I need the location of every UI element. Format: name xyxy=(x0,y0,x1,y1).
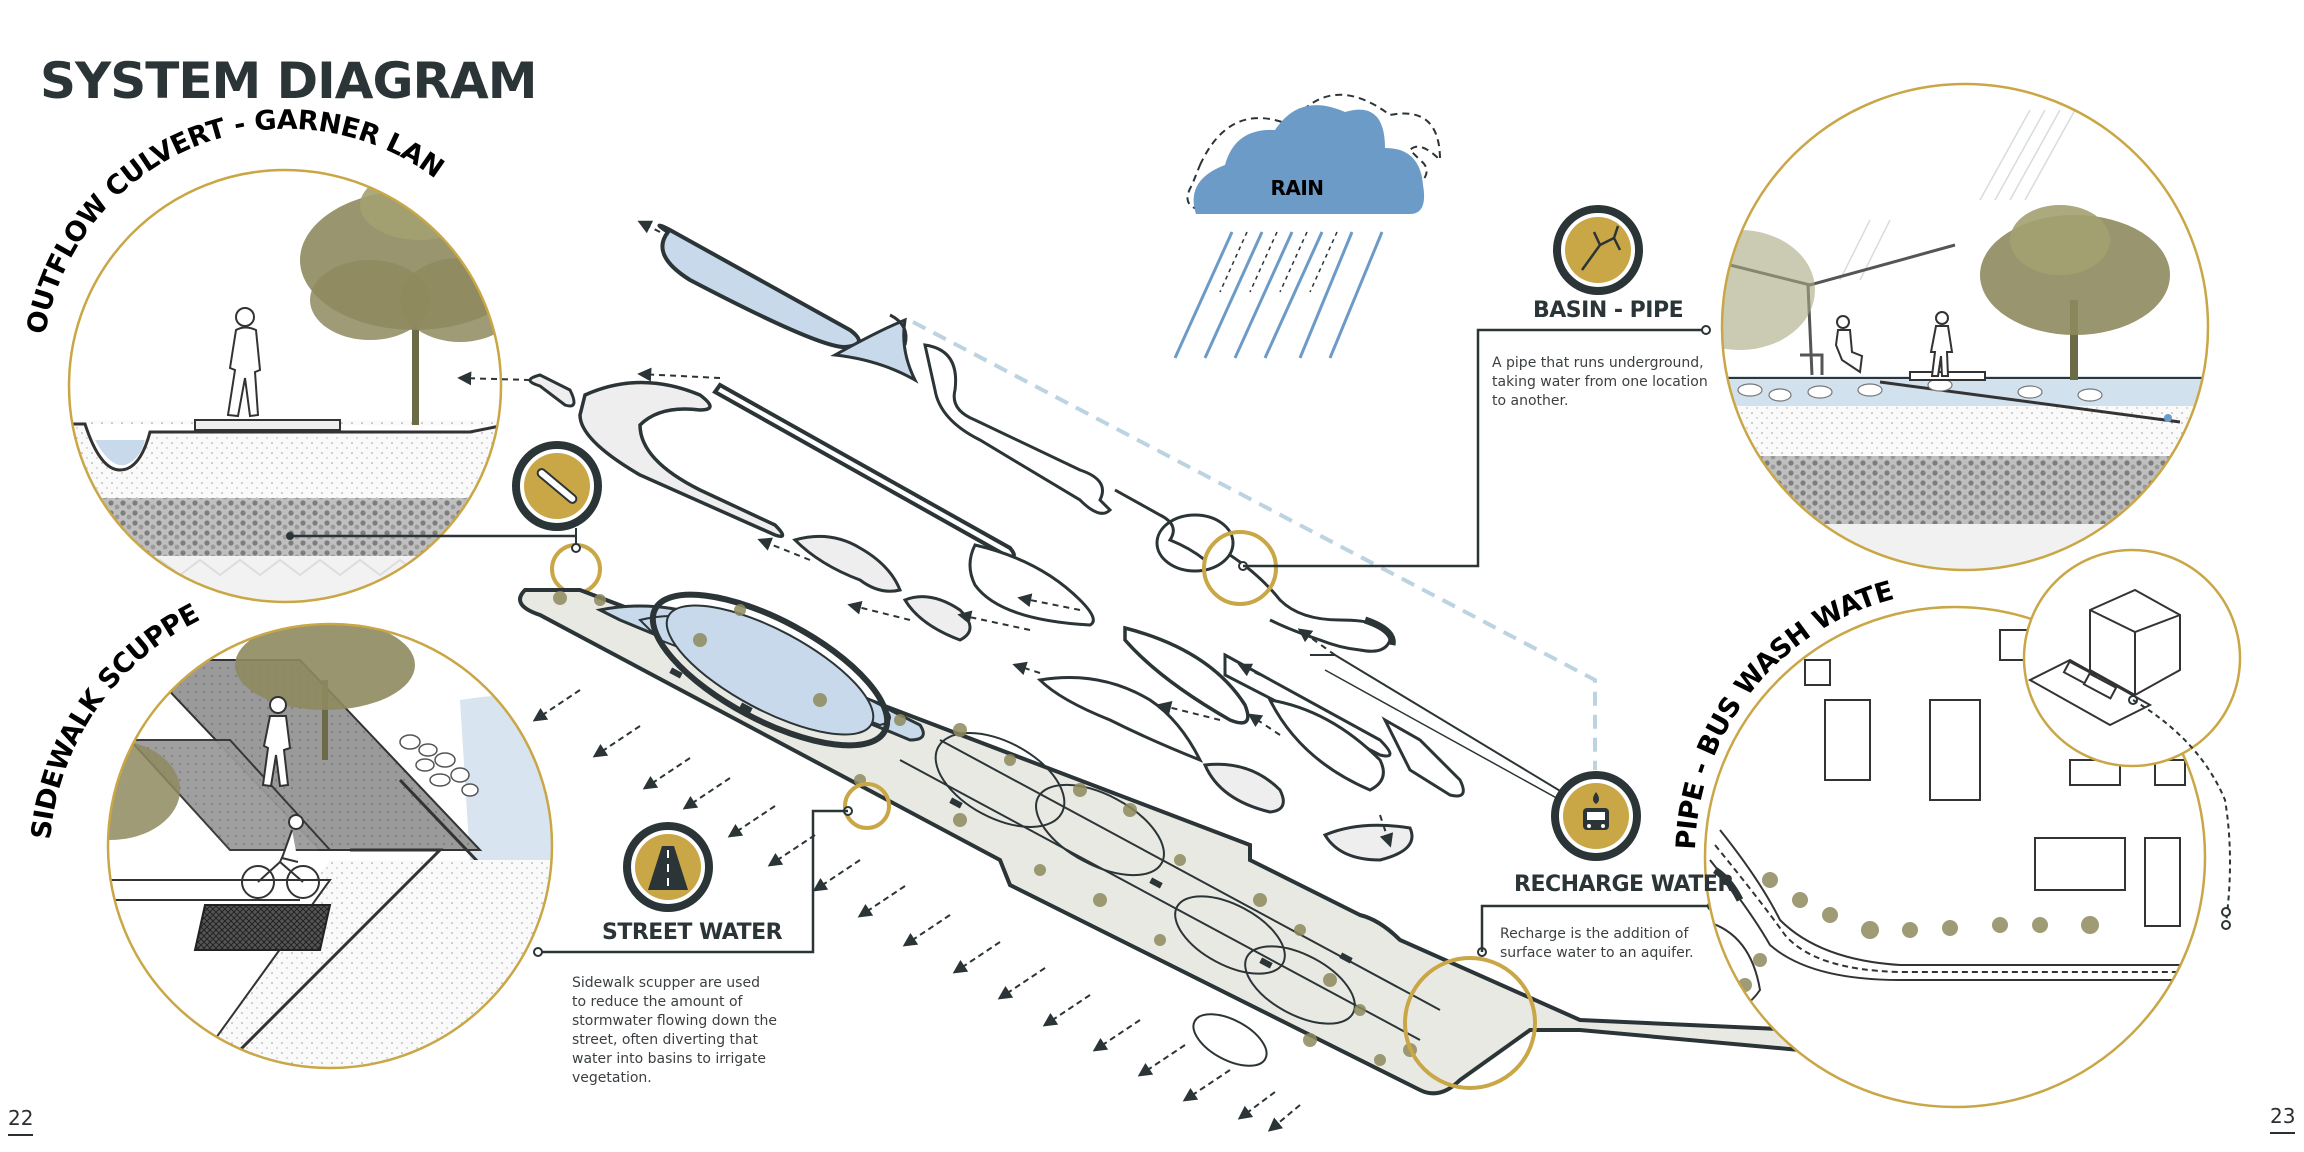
basin-pipe-badge xyxy=(1553,205,1643,295)
street-water-line: street, often diverting that xyxy=(572,1032,758,1048)
road-icon xyxy=(648,846,688,890)
street-water-line: stormwater flowing down the xyxy=(572,1013,777,1029)
rocks-icon xyxy=(399,734,479,797)
recharge-line: Recharge is the addition of xyxy=(1500,926,1689,942)
page-number-left: 22 xyxy=(8,1106,34,1136)
recharge-description: Recharge is the addition of surface wate… xyxy=(1500,925,1720,963)
tree-icon xyxy=(300,170,501,425)
person-standing-icon xyxy=(1834,311,1954,377)
basin-pipe-vignette xyxy=(1720,82,2210,572)
outflow-culvert-vignette: OUTFLOW CULVERT - GARNER LANE xyxy=(0,0,503,604)
bus-icon xyxy=(1583,792,1609,830)
recharge-badge xyxy=(1551,771,1641,861)
tree-icon xyxy=(1722,205,2170,380)
vegetation-icon xyxy=(553,591,1417,1066)
cyclist-icon xyxy=(241,814,320,899)
basin-pipe-line: taking water from one location xyxy=(1492,374,1708,390)
street-water-line: vegetation. xyxy=(572,1070,652,1086)
bus-depot-icon xyxy=(2027,588,2181,727)
person-walking-icon xyxy=(226,307,262,418)
basin-pipe-description: A pipe that runs underground, taking wat… xyxy=(1492,354,1712,411)
street-water-description: Sidewalk scupper are used to reduce the … xyxy=(572,974,792,1088)
recharge-title: RECHARGE WATER xyxy=(1514,872,1734,897)
basin-pipe-line: A pipe that runs underground, xyxy=(1492,355,1704,371)
basin-pipe-line: to another. xyxy=(1492,393,1569,409)
street-water-badge xyxy=(623,822,713,912)
buildings-icon xyxy=(1804,629,2186,927)
rain-drops-icon xyxy=(1173,231,1384,359)
page-title: SYSTEM DIAGRAM xyxy=(40,52,537,110)
street-water-line: to reduce the amount of xyxy=(572,994,743,1010)
person-walking-icon xyxy=(261,696,292,788)
page-number-right: 23 xyxy=(2270,1104,2296,1134)
cracked-basin-icon xyxy=(1580,225,1622,271)
recharge-line: surface water to an aquifer. xyxy=(1500,945,1694,961)
rain-cloud: RAIN xyxy=(1173,93,1442,359)
street-water-title: STREET WATER xyxy=(602,920,783,945)
basin-pipe-title: BASIN - PIPE xyxy=(1533,298,1684,323)
pipe-icon xyxy=(536,468,578,504)
street-water-connector xyxy=(533,782,891,957)
vegetation-icon xyxy=(1738,872,2099,992)
basin-pipe-connector xyxy=(1202,325,1711,606)
rain-label: RAIN xyxy=(1270,176,1323,200)
exploded-layers xyxy=(457,220,1807,1132)
street-water-line: Sidewalk scupper are used xyxy=(572,975,760,991)
street-water-line: water into basins to irrigate xyxy=(572,1051,766,1067)
